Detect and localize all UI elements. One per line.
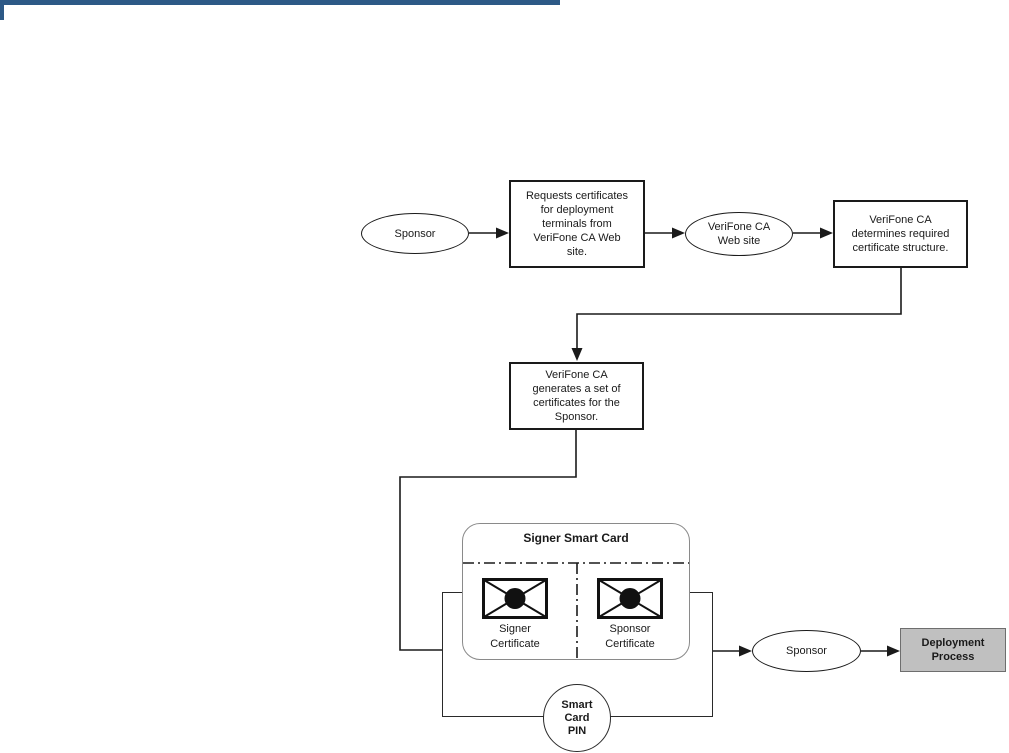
arrowhead	[571, 348, 583, 361]
node-determine-structure: VeriFone CA determines required certific…	[833, 200, 968, 268]
node-label: VeriFone CA generates a set of certifica…	[532, 369, 621, 423]
arrowhead	[672, 227, 685, 239]
node-generate-certificates: VeriFone CA generates a set of certifica…	[509, 362, 644, 430]
connector-determine-to-generate	[576, 268, 902, 348]
arrowhead	[496, 227, 509, 239]
signer-certificate-label: Signer Certificate	[490, 623, 540, 650]
node-deployment-process: Deployment Process	[900, 628, 1006, 672]
node-verifone-ca-web-site: VeriFone CA Web site	[685, 212, 793, 256]
node-label: Smart Card PIN	[561, 698, 593, 737]
node-smart-card-pin: Smart Card PIN	[543, 684, 611, 752]
arrowhead	[820, 227, 833, 239]
arrowhead	[887, 645, 900, 657]
sponsor-certificate-label: Sponsor Certificate	[605, 623, 655, 650]
arrowhead	[739, 645, 752, 657]
page-accent-rule-vertical	[0, 0, 4, 20]
node-sponsor-start: Sponsor	[361, 213, 469, 254]
node-label: Requests certificates for deployment ter…	[525, 190, 629, 258]
signer-smart-card-title: Signer Smart Card	[523, 531, 629, 545]
node-label: VeriFone CA Web site	[707, 221, 771, 247]
node-sponsor-end: Sponsor	[752, 630, 861, 672]
node-label: Deployment Process	[921, 637, 985, 663]
envelope-icon	[597, 578, 663, 619]
envelope-icon	[482, 578, 548, 619]
node-label: Sponsor	[394, 227, 436, 240]
node-label: VeriFone CA determines required certific…	[851, 214, 950, 254]
page-accent-rule-horizontal	[0, 0, 560, 5]
node-label: Sponsor	[786, 645, 827, 657]
node-request-certificates: Requests certificates for deployment ter…	[509, 180, 645, 268]
